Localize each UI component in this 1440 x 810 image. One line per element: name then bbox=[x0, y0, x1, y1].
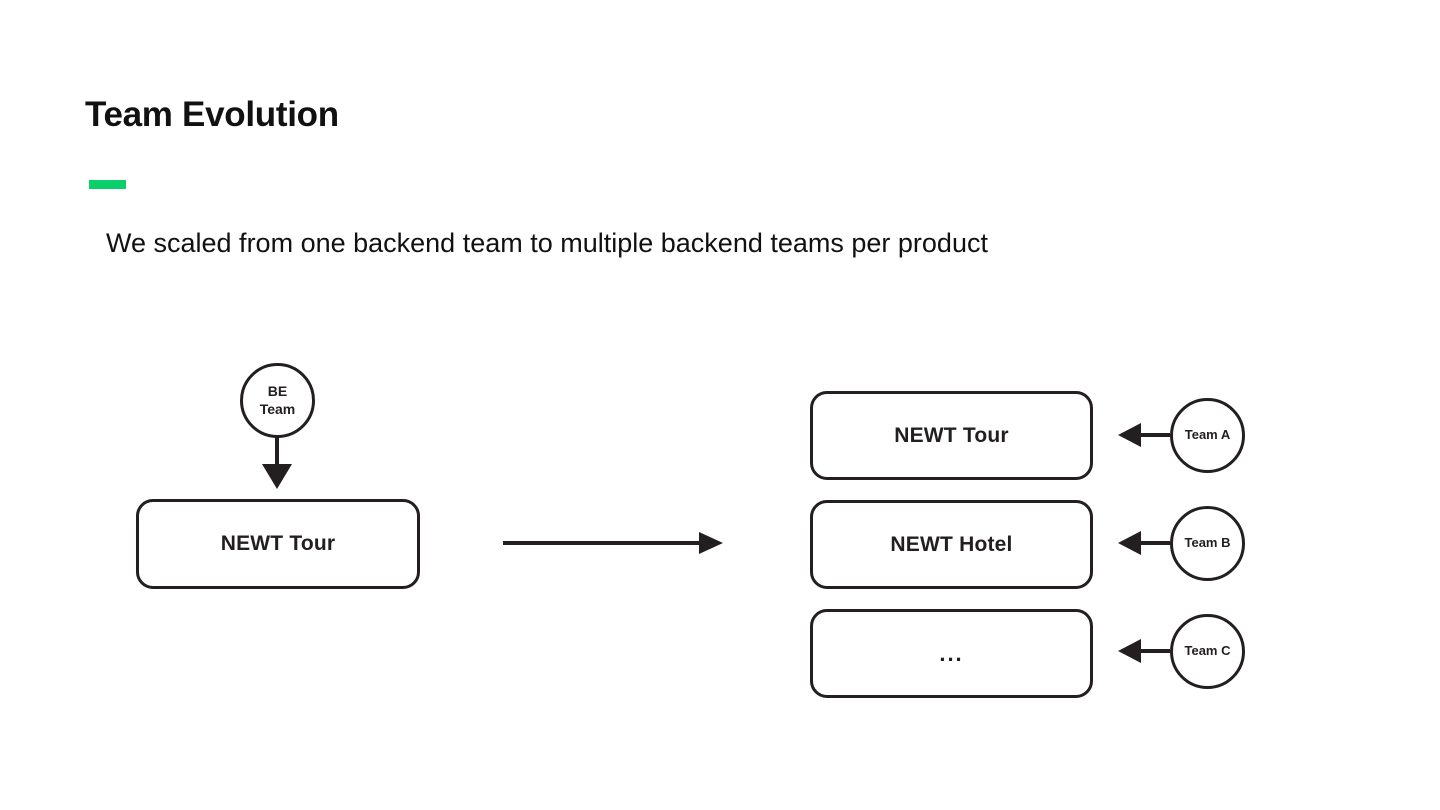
team-circle-a-label: Team A bbox=[1184, 427, 1231, 443]
be-team-label-line1: BE bbox=[267, 383, 288, 399]
page-title: Team Evolution bbox=[85, 95, 339, 134]
after-product-label-1: NEWT Tour bbox=[894, 423, 1009, 447]
arrow-down-icon bbox=[262, 437, 292, 489]
team-circle-b: Team B bbox=[1170, 506, 1245, 581]
arrow-left-icon-b bbox=[1118, 531, 1170, 555]
after-product-label-3: ... bbox=[939, 640, 964, 666]
after-product-box-3: ... bbox=[810, 609, 1093, 698]
before-product-label: NEWT Tour bbox=[220, 532, 336, 555]
subtitle-text: We scaled from one backend team to multi… bbox=[106, 228, 988, 258]
accent-bar bbox=[89, 180, 126, 189]
be-team-label-line2: Team bbox=[259, 400, 296, 417]
after-product-box-1: NEWT Tour bbox=[810, 391, 1093, 480]
team-circle-c-label: Team C bbox=[1184, 643, 1231, 659]
be-team-circle: BE Team bbox=[240, 363, 315, 438]
after-product-box-2: NEWT Hotel bbox=[810, 500, 1093, 589]
arrow-left-icon-a bbox=[1118, 423, 1170, 447]
arrow-left-icon-c bbox=[1118, 639, 1170, 663]
before-product-box: NEWT Tour bbox=[136, 499, 420, 589]
team-circle-c: Team C bbox=[1170, 614, 1245, 689]
team-circle-a: Team A bbox=[1170, 398, 1245, 473]
arrow-right-icon bbox=[503, 532, 723, 554]
after-product-label-2: NEWT Hotel bbox=[890, 532, 1013, 556]
team-circle-b-label: Team B bbox=[1184, 535, 1231, 551]
